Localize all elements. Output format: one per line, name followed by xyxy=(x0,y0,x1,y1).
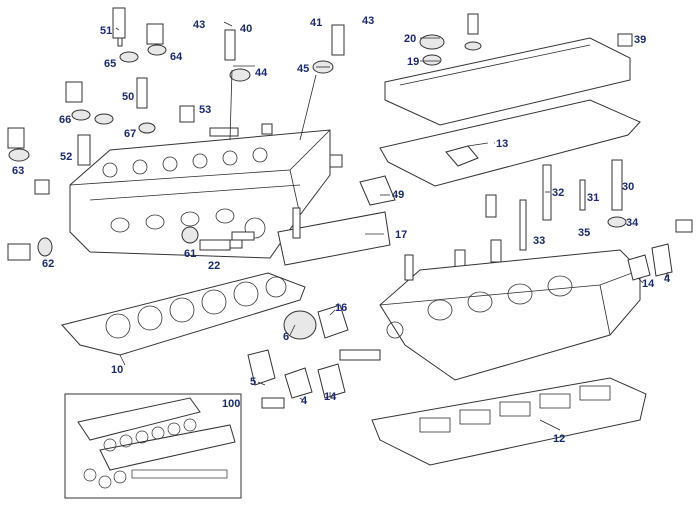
callout-39: 39 xyxy=(634,34,646,46)
cylinder-head-left xyxy=(69,123,343,259)
callout-51: 51 xyxy=(100,25,112,37)
bolts-right xyxy=(454,159,693,281)
callout-64: 64 xyxy=(170,51,183,63)
callout-6: 6 xyxy=(283,331,289,343)
callout-5: 5 xyxy=(250,376,256,388)
callout-19: 19 xyxy=(407,56,419,68)
callout-20: 20 xyxy=(404,33,416,45)
leader-lines xyxy=(115,21,669,431)
callout-10: 10 xyxy=(111,364,123,376)
callout-35: 35 xyxy=(578,227,590,239)
valve-cover-gasket xyxy=(359,99,641,206)
callout-34: 34 xyxy=(626,217,639,229)
callout-53: 53 xyxy=(199,104,211,116)
callout-30: 30 xyxy=(622,181,634,193)
callout-66: 66 xyxy=(59,114,71,126)
callout-14-center: 14 xyxy=(324,391,337,403)
callout-4-center: 4 xyxy=(301,395,308,407)
valve-cover xyxy=(384,13,633,126)
callout-43-right: 43 xyxy=(362,15,374,27)
gasket-kit-inset xyxy=(64,393,242,499)
lower-gasket-right xyxy=(371,377,647,466)
manifold-gasket xyxy=(277,207,391,266)
callout-62: 62 xyxy=(42,258,54,270)
callout-44: 44 xyxy=(255,67,268,79)
flange-parts-center xyxy=(247,243,673,409)
callout-12: 12 xyxy=(553,433,565,445)
callout-52: 52 xyxy=(60,151,72,163)
callout-32: 32 xyxy=(552,187,564,199)
callout-16: 16 xyxy=(335,302,347,314)
callout-41: 41 xyxy=(310,17,322,29)
callout-22: 22 xyxy=(208,260,220,272)
callout-43-left: 43 xyxy=(193,19,205,31)
callout-45: 45 xyxy=(297,63,309,75)
callout-numbers: 51 65 64 43 40 41 43 20 39 19 44 45 50 5… xyxy=(12,15,671,445)
small-parts-left xyxy=(7,7,345,261)
head-gasket-left xyxy=(61,272,306,356)
cylinder-head-right xyxy=(339,249,641,381)
callout-49: 49 xyxy=(392,189,404,201)
callout-13: 13 xyxy=(496,138,508,150)
callout-65: 65 xyxy=(104,58,116,70)
callout-100: 100 xyxy=(222,398,240,410)
callout-14-right: 14 xyxy=(642,278,655,290)
callout-17: 17 xyxy=(395,229,407,241)
callout-31: 31 xyxy=(587,192,599,204)
callout-40: 40 xyxy=(240,23,252,35)
callout-61: 61 xyxy=(184,248,196,260)
callout-33: 33 xyxy=(533,235,545,247)
callout-50: 50 xyxy=(122,91,134,103)
callout-4-right: 4 xyxy=(664,273,671,285)
callout-63: 63 xyxy=(12,165,24,177)
callout-67: 67 xyxy=(124,128,136,140)
